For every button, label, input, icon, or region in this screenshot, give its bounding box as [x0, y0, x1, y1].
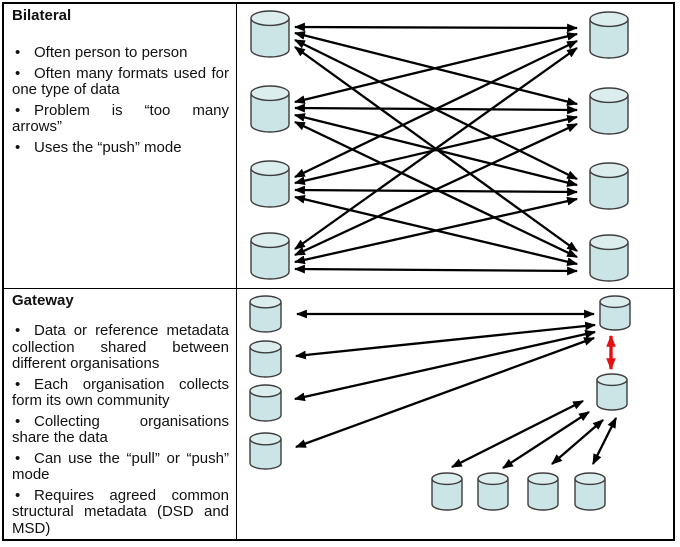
bullet-item: Can use the “pull” or “push” mode: [12, 450, 229, 484]
database-cylinder-icon: [589, 162, 629, 210]
connection-arrow: [451, 399, 584, 469]
bilateral-diagram-cell: [237, 4, 673, 289]
bullet-item: Each organisation collects form its own …: [12, 376, 229, 410]
database-cylinder-icon: [599, 295, 631, 331]
connection-arrow: [294, 336, 596, 449]
bilateral-text-cell: Bilateral Often person to personOften ma…: [4, 4, 237, 289]
database-cylinder-icon: [589, 11, 629, 59]
gateway-text-cell: Gateway Data or reference metadata colle…: [4, 289, 237, 539]
gateway-network-diagram: [249, 295, 631, 511]
bullet-item: Collecting organisations share the data: [12, 413, 229, 447]
connection-arrow: [294, 321, 597, 360]
database-cylinder-icon: [249, 384, 282, 422]
database-cylinder-icon: [250, 85, 290, 133]
database-cylinder-icon: [589, 87, 629, 135]
gateway-diagram-cell: [237, 289, 673, 539]
connection-arrow: [293, 329, 597, 402]
bullet-item: Requires agreed common structural metada…: [12, 487, 229, 538]
database-cylinder-icon: [477, 472, 509, 511]
database-cylinder-icon: [249, 340, 282, 378]
connection-arrow: [591, 417, 618, 465]
database-cylinder-icon: [250, 10, 290, 58]
bullet-item: Often many formats used for one type of …: [12, 65, 229, 99]
database-cylinder-icon: [527, 472, 559, 511]
section-heading-gateway: Gateway: [12, 292, 74, 309]
database-cylinder-icon: [249, 432, 282, 470]
bilateral-bullet-list: Often person to personOften many formats…: [12, 44, 229, 157]
connection-arrow: [293, 196, 579, 265]
gateway-bullet-list: Data or reference metadata collection sh…: [12, 322, 229, 538]
database-cylinder-icon: [249, 295, 282, 333]
database-cylinder-icon: [250, 232, 290, 280]
section-heading-bilateral: Bilateral: [12, 7, 72, 24]
comparison-table: Bilateral Often person to personOften ma…: [2, 2, 675, 541]
database-cylinder-icon: [574, 472, 606, 511]
database-cylinder-icon: [250, 160, 290, 208]
database-cylinder-icon: [596, 373, 628, 411]
bullet-item: Often person to person: [12, 44, 229, 62]
connection-arrow: [293, 264, 579, 276]
database-cylinder-icon: [589, 234, 629, 282]
database-cylinder-icon: [431, 472, 463, 511]
connection-arrow: [293, 114, 579, 186]
bullet-item: Problem is “too many arrows”: [12, 102, 229, 136]
bullet-item: Data or reference metadata collection sh…: [12, 322, 229, 373]
bullet-item: Uses the “push” mode: [12, 139, 229, 157]
connection-arrow: [293, 22, 579, 33]
bilateral-network-diagram: [250, 10, 629, 282]
